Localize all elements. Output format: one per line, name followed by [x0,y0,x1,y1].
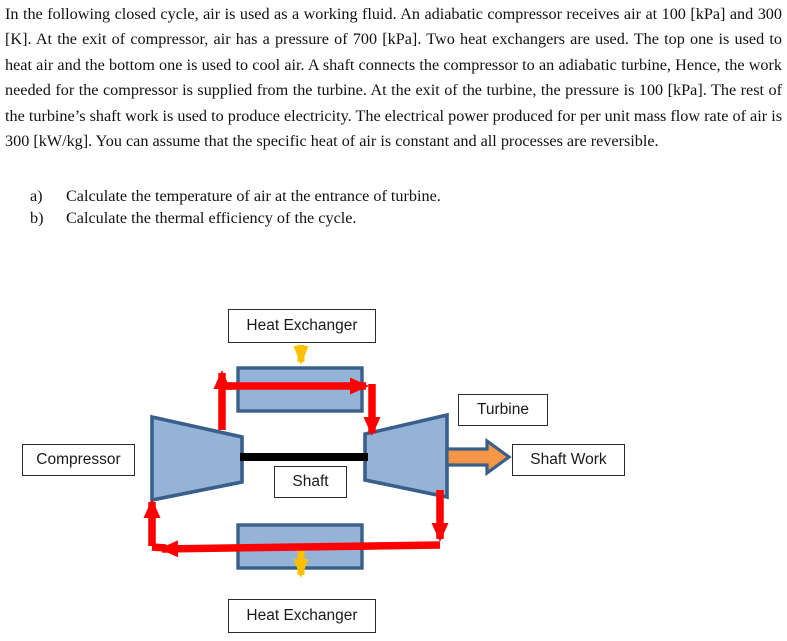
flow-bottom-left-elbow [151,543,167,552]
shaft-bar [240,453,368,461]
question-item-b: b) Calculate the thermal efficiency of t… [30,207,630,229]
question-marker-b: b) [30,209,44,227]
question-text-a: Calculate the temperature of air at the … [66,187,441,205]
turbine-label: Turbine [458,394,548,426]
compressor-body [150,414,244,503]
working-fluid-flow-path [143,370,449,558]
question-list: a) Calculate the temperature of air at t… [30,185,630,229]
turbine-body [363,412,449,500]
problem-statement: In the following closed cycle, air is us… [5,5,782,151]
question-marker-a: a) [30,187,43,205]
heat-exchanger-top-label: Heat Exchanger [228,309,376,343]
heat-exchanger-bottom-label: Heat Exchanger [228,599,376,633]
question-item-a: a) Calculate the temperature of air at t… [30,185,630,207]
question-text-b: Calculate the thermal efficiency of the … [66,209,357,227]
cycle-diagram-svg [143,345,512,578]
shaft-label: Shaft [274,466,347,498]
shaft-work-arrow-icon [445,437,512,477]
shaft-work-label: Shaft Work [512,444,625,476]
flow-through-bottom-hx [159,540,441,558]
compressor-label: Compressor [22,444,135,476]
cycle-diagram: Heat Exchanger Heat Exchanger Compressor… [0,290,787,641]
